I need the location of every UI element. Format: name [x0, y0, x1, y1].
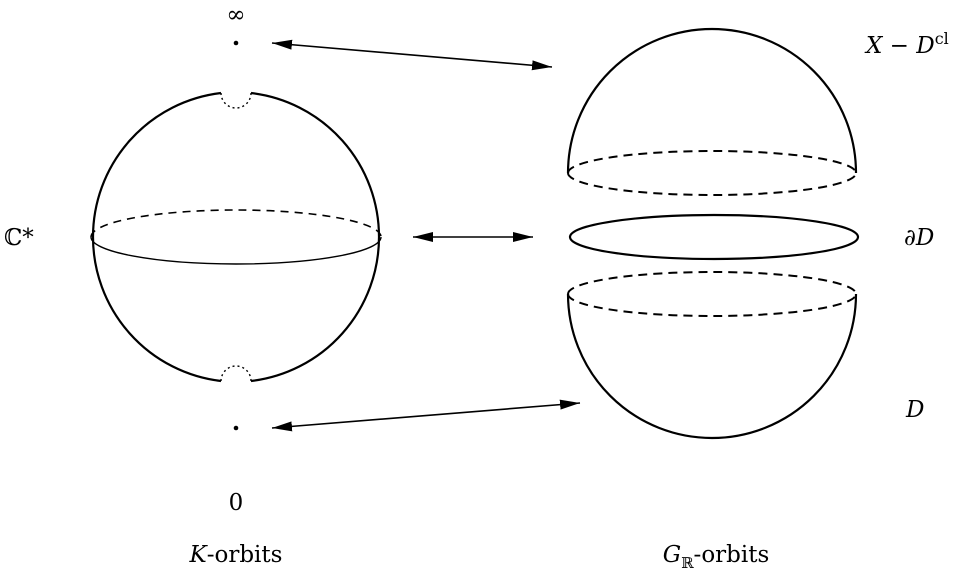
x-minus-d-text: X − D	[864, 33, 935, 59]
arrow-infinity-to-x-minus-d	[271, 39, 553, 71]
equator-front	[90, 236, 382, 265]
point-infinity	[233, 40, 239, 46]
upper-rim-front	[567, 172, 857, 196]
g-subscript: ℝ	[681, 554, 694, 572]
equator-back	[90, 209, 382, 238]
north-hole	[220, 92, 252, 109]
south-hole	[220, 365, 252, 382]
k-orbits-suffix: -orbits	[207, 542, 283, 568]
g-orbits-suffix: -orbits	[694, 542, 770, 568]
lower-hemisphere	[566, 293, 858, 440]
label-infinity: ∞	[226, 2, 245, 28]
g-letter: G	[663, 542, 681, 568]
label-g-orbits: Gℝ-orbits	[663, 542, 770, 572]
g-orbit-pieces	[566, 27, 860, 440]
label-partial-d: ∂D	[904, 225, 934, 251]
lower-rim-back	[567, 271, 857, 295]
label-d: D	[905, 397, 924, 423]
boundary-circle	[568, 213, 860, 261]
k-letter: K	[189, 542, 209, 568]
upper-hemisphere	[566, 27, 858, 174]
lower-rim-front	[567, 293, 857, 317]
arrow-zero-to-d	[271, 399, 581, 432]
label-k-orbits: K-orbits	[189, 542, 283, 568]
label-x-minus-d-cl: X − Dcl	[864, 29, 949, 59]
label-c-star: ℂ*	[4, 225, 34, 251]
k-orbit-sphere	[90, 40, 382, 431]
cl-superscript: cl	[935, 29, 949, 48]
label-zero: 0	[229, 490, 244, 516]
point-zero	[233, 425, 239, 431]
sphere-outline	[91, 91, 381, 383]
upper-rim-back	[567, 150, 857, 174]
